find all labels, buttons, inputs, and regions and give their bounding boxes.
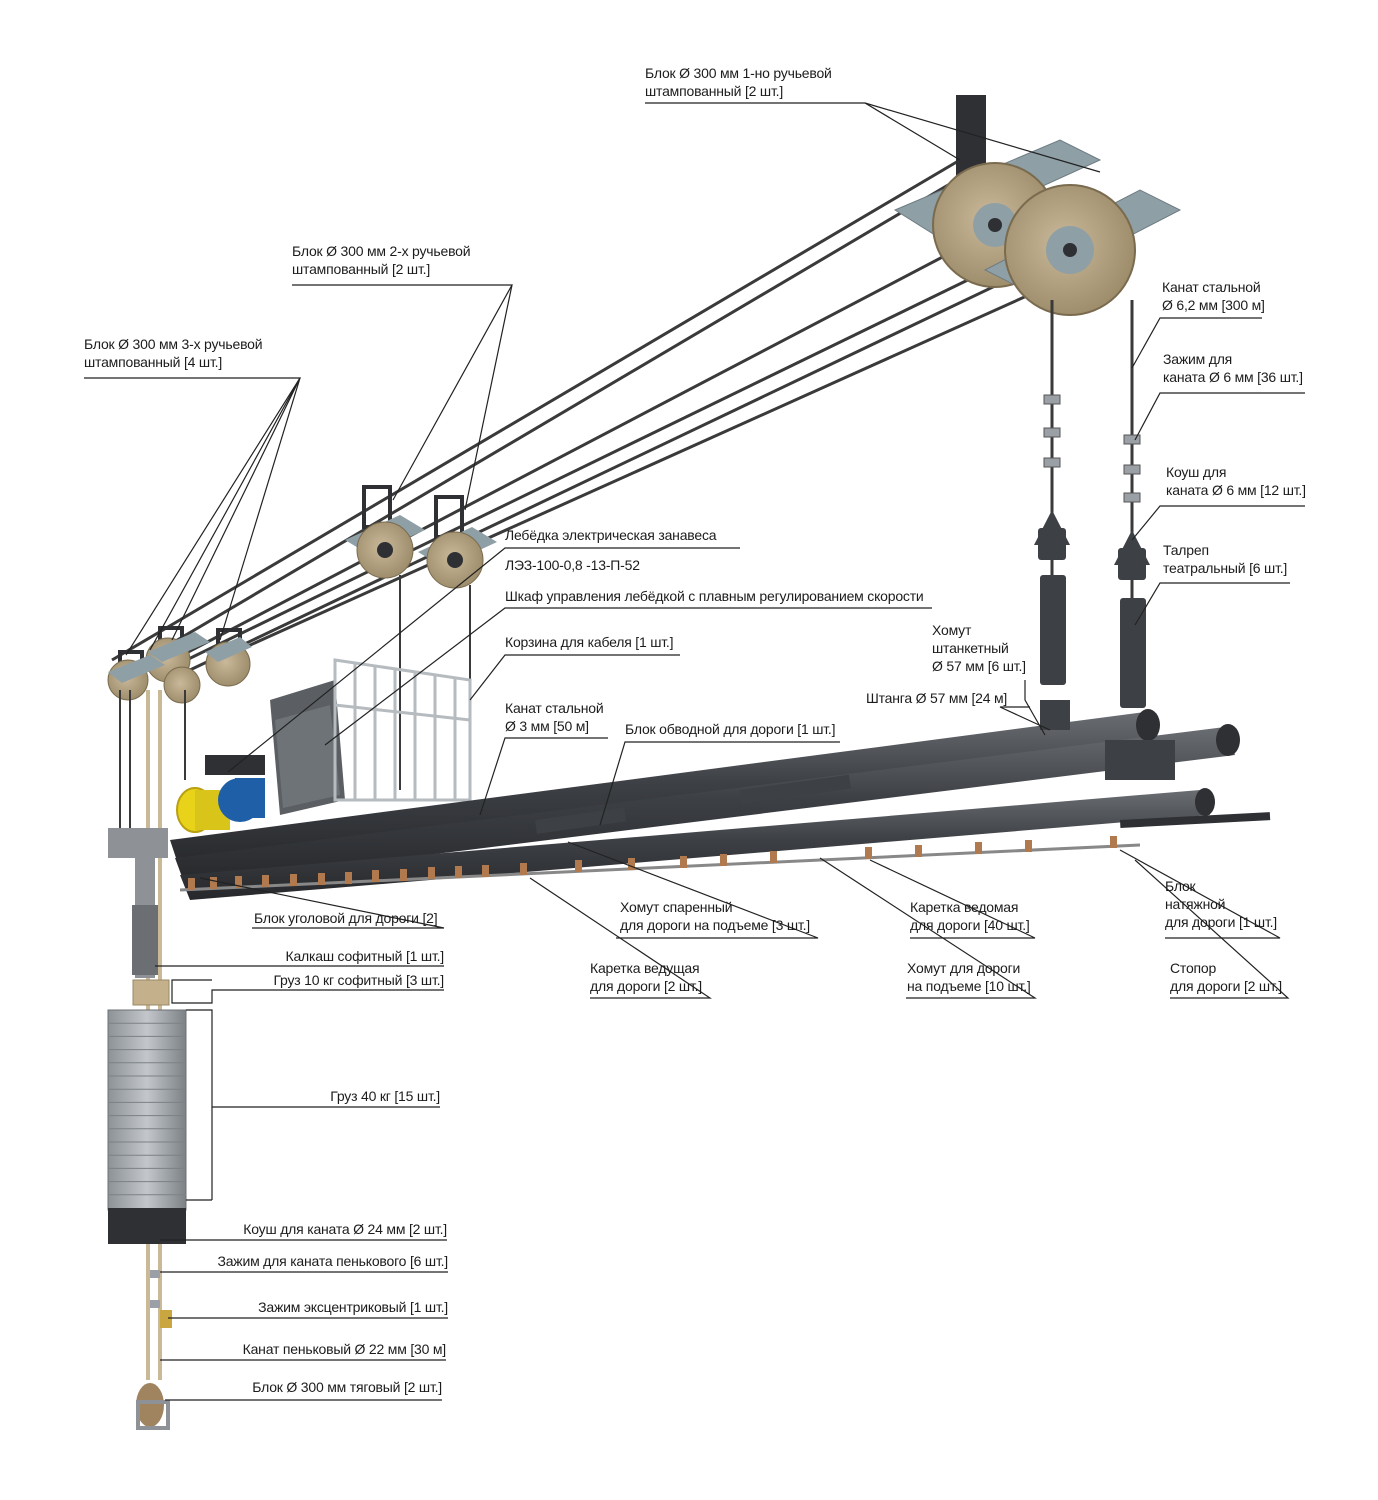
head-block-2 — [983, 184, 1182, 316]
weight-40kg-stack — [107, 1009, 187, 1244]
battens — [170, 709, 1271, 900]
label-winch-model: ЛЭЗ-100-0,8 -13-П-52 — [505, 557, 640, 573]
upper-rope-lines — [111, 158, 1061, 674]
label-traction-block: Блок Ø 300 мм тяговый [2 шт.] — [252, 1379, 442, 1395]
weight-stack-lines — [108, 1022, 186, 1196]
label-hemp-rope: Канат пеньковый Ø 22 мм [30 м] — [242, 1341, 447, 1357]
rope-clamps — [1043, 394, 1141, 503]
block-2groove-a — [345, 485, 425, 579]
label-hemp-clamp: Зажим для каната пенькового [6 шт.] — [217, 1253, 448, 1269]
winch — [176, 755, 265, 833]
cable-basket — [333, 658, 472, 802]
label-winch: Лебёдка электрическая занавеса — [505, 527, 717, 543]
label-corner-block: Блок уголовой для дороги [2] — [254, 910, 438, 926]
leader-lines — [84, 102, 1305, 1401]
label-weight-40: Груз 40 кг [15 шт.] — [330, 1088, 440, 1104]
label-bar-57: Штанга Ø 57 мм [24 м] — [866, 690, 1008, 706]
traction-block — [136, 1383, 170, 1430]
block-3groove-group — [107, 626, 252, 704]
label-soffit-kalkash: Калкаш софитный [1 шт.] — [285, 948, 445, 964]
block-2groove-b — [418, 495, 497, 589]
label-bypass-block: Блок обводной для дороги [1 шт.] — [625, 721, 836, 737]
counterweight-ropes — [119, 690, 186, 830]
vertical-ropes — [1050, 300, 1134, 540]
carriages — [188, 836, 1117, 890]
hemp-clamps — [150, 1270, 172, 1328]
control-cabinet — [270, 680, 345, 815]
label-eccentric-clamp: Зажим эксцентриковый [1 шт.] — [258, 1299, 448, 1315]
label-cable-basket: Корзина для кабеля [1 шт.] — [505, 634, 674, 650]
label-control-cabinet: Шкаф управления лебёдкой с плавным регул… — [505, 588, 924, 604]
label-weight-10: Груз 10 кг софитный [3 шт.] — [273, 972, 444, 988]
turnbuckles — [1034, 510, 1150, 708]
label-thimble-24: Коуш для каната Ø 24 мм [2 шт.] — [243, 1221, 447, 1237]
side-frame — [108, 828, 168, 978]
weight-10kg-stack — [132, 979, 170, 1006]
